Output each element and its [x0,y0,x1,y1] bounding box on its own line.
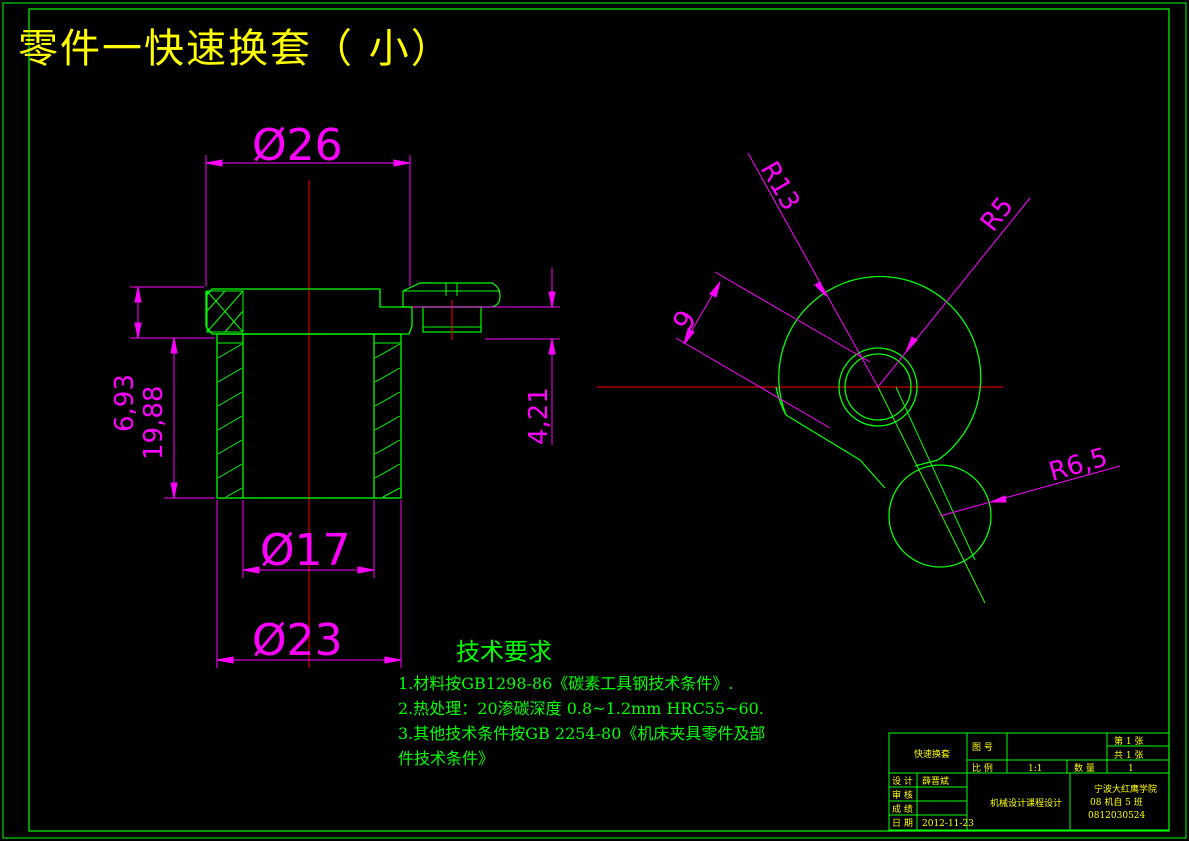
tb-qty-label: 数 量 [1074,762,1095,774]
dim-d26: Ø26 [252,120,343,171]
tb-date-value: 2012-11-23 [922,819,974,829]
tb-design-label: 设 计 [892,775,913,787]
dim-d23: Ø23 [252,615,343,666]
tb-class: 08 机自 5 班 [1090,796,1143,808]
dim-6-93: 6,93 [110,374,140,432]
tech-heading: 技术要求 [456,638,552,666]
tb-school: 宁波大红鹰学院 [1094,783,1157,795]
title-block [888,732,1170,831]
inner-frame [28,8,1170,832]
dim-r5: R5 [975,192,1020,238]
side-view [597,275,1003,604]
tech-item: 2.热处理：20渗碳深度 0.8~1.2mm HRC55~60. [398,699,764,718]
tech-item: 3.其他技术条件按GB 2254-80《机床夹具零件及部 [398,724,766,743]
tech-item: 1.材料按GB1298-86《碳素工具钢技术条件》. [398,674,734,693]
dim-d17: Ø17 [260,525,351,576]
dim-9: 9 [666,304,703,337]
tb-sheet-label: 第 1 张 [1114,735,1143,747]
tb-part-name: 快速换套 [914,748,950,760]
tech-item: 件技术条件》 [398,749,495,768]
side-view-dimensions [675,152,1121,517]
front-view [205,180,501,668]
tb-student-id: 0812030524 [1088,811,1146,821]
technical-requirements: 技术要求 1.材料按GB1298-86《碳素工具钢技术条件》. 2.热处理：20… [398,632,765,771]
tb-scale-value: 1:1 [1028,764,1042,774]
dim-19-88: 19,88 [139,386,169,460]
tb-review-label: 审 核 [892,789,913,801]
tb-drawing-no-label: 图 号 [972,742,993,753]
dim-r13: R13 [754,157,806,216]
dim-r6-5: R6,5 [1046,443,1111,488]
tb-designer: 薛晋斌 [922,775,949,787]
tb-date-label: 日 期 [892,818,913,829]
front-view-dimensions [130,155,560,668]
tb-total-label: 共 1 张 [1114,750,1143,761]
drawing-title: 零件一快速换套（ 小） [18,26,453,72]
tb-approve-label: 成 绩 [892,803,913,815]
tb-course: 机械设计课程设计 [990,797,1062,809]
tb-scale-label: 比 例 [972,762,993,774]
dim-4-21: 4,21 [524,387,554,445]
tb-qty-value: 1 [1128,764,1134,774]
